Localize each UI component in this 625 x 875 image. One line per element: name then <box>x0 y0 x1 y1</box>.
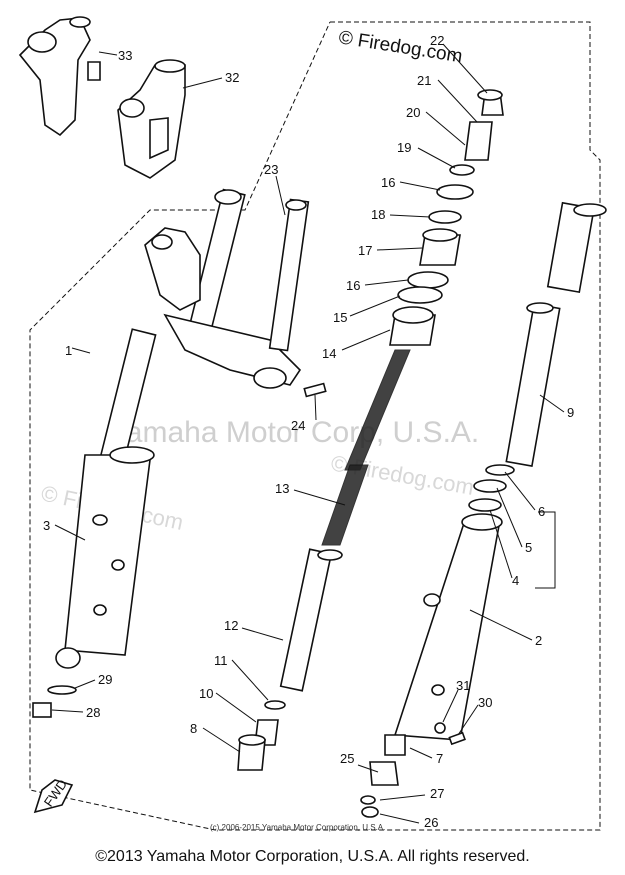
callout-3: 3 <box>43 518 50 533</box>
callout-23: 23 <box>264 162 278 177</box>
footer-copyright: ©2013 Yamaha Motor Corporation, U.S.A. A… <box>95 848 530 865</box>
callout-8: 8 <box>190 721 197 736</box>
left-fork-assembly <box>55 188 302 669</box>
callout-17: 17 <box>358 243 372 258</box>
callout-32: 32 <box>225 70 239 85</box>
callout-26: 26 <box>424 815 438 830</box>
callout-19: 19 <box>397 140 411 155</box>
callout-21: 21 <box>417 73 431 88</box>
leader-lines <box>51 43 565 824</box>
steering-stem-23 <box>268 198 310 352</box>
callout-16a: 16 <box>346 278 360 293</box>
callout-6: 6 <box>538 504 545 519</box>
callout-numbers: 1 2 3 4 5 6 7 8 9 10 11 12 13 14 15 16 1… <box>43 33 574 830</box>
callout-29: 29 <box>98 672 112 687</box>
headlight-bracket-33 <box>18 16 101 137</box>
callout-2: 2 <box>535 633 542 648</box>
small-copyright: (c) 2006-2015 Yamaha Motor Corporation, … <box>210 823 385 832</box>
bolt-24 <box>303 382 327 398</box>
callout-10: 10 <box>199 686 213 701</box>
callout-9: 9 <box>567 405 574 420</box>
fwd-arrow-icon: FWD <box>33 777 74 814</box>
watermark-yamaha: Yamaha Motor Corp, U.S.A. <box>108 416 479 449</box>
callout-33: 33 <box>118 48 132 63</box>
callout-31: 31 <box>456 678 470 693</box>
watermark-firedog-top: © Firedog.com <box>337 27 464 67</box>
callout-14: 14 <box>322 346 336 361</box>
headlight-bracket-32 <box>117 59 186 179</box>
callout-30: 30 <box>478 695 492 710</box>
callout-15: 15 <box>333 310 347 325</box>
callout-16b: 16 <box>381 175 395 190</box>
right-fork-parts <box>360 201 607 818</box>
callout-25: 25 <box>340 751 354 766</box>
callout-22: 22 <box>430 33 444 48</box>
callout-11: 11 <box>214 653 228 668</box>
assembly-boundary <box>29 21 601 831</box>
callout-18: 18 <box>371 207 385 222</box>
callout-7: 7 <box>436 751 443 766</box>
parts-diagram: Yamaha Motor Corp, U.S.A. © Firedog.com … <box>18 16 607 832</box>
callout-1: 1 <box>65 343 72 358</box>
drain-bolt-28 <box>32 685 77 718</box>
callout-28: 28 <box>86 705 100 720</box>
callout-24: 24 <box>291 418 305 433</box>
callout-13: 13 <box>275 481 289 496</box>
callout-27: 27 <box>430 786 444 801</box>
callout-12: 12 <box>224 618 238 633</box>
callout-5: 5 <box>525 540 532 555</box>
callout-4: 4 <box>512 573 519 588</box>
callout-20: 20 <box>406 105 420 120</box>
